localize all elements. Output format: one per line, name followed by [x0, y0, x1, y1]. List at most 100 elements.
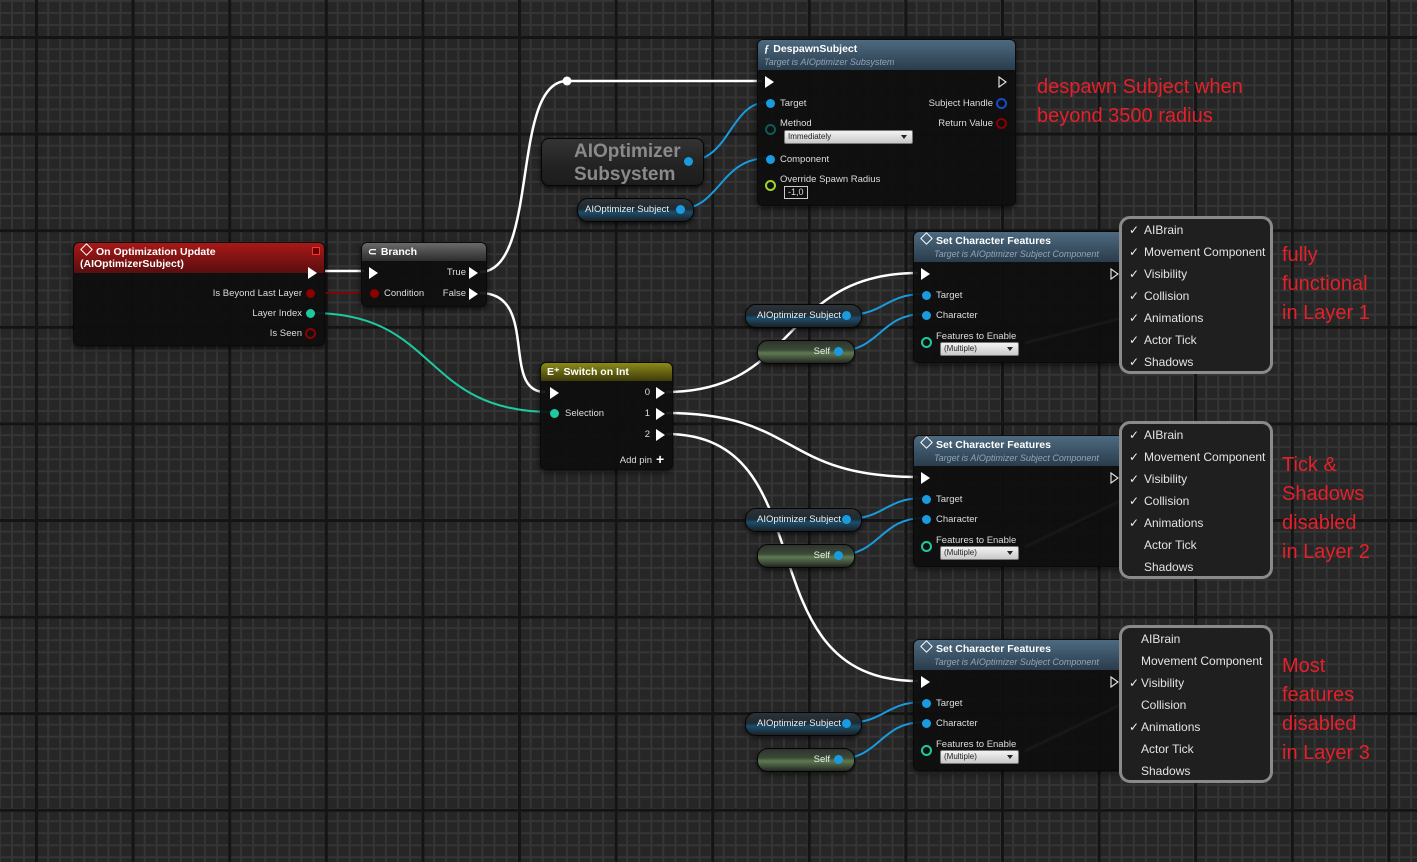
set-features-subtitle-2: Target is AIOptimizer Subject Component — [934, 453, 1099, 463]
aioptimizer-subject-variable-2[interactable]: AIOptimizer Subject — [745, 508, 862, 532]
checkmark-icon[interactable]: ✓ — [1129, 720, 1140, 734]
set-features-target-pin-2[interactable] — [922, 495, 931, 504]
set-features-exec-in-1[interactable] — [921, 268, 930, 280]
exec-wire-case0[interactable] — [665, 271, 919, 394]
checkmark-icon[interactable]: ✓ — [1129, 267, 1140, 281]
despawn-return-value-pin[interactable] — [996, 118, 1007, 129]
exec-wire-case1[interactable] — [665, 411, 919, 479]
set-features-target-label-1: Target — [936, 290, 963, 301]
set-character-features-node-2[interactable]: Set Character Features Target is AIOptim… — [913, 435, 1125, 567]
subject-variable-pin-1[interactable] — [842, 311, 851, 320]
branch-false-pin[interactable] — [469, 288, 478, 300]
set-features-header-3[interactable]: Set Character Features Target is AIOptim… — [914, 640, 1124, 670]
event-node-on-optimization-update[interactable]: On Optimization Update (AIOptimizerSubje… — [73, 242, 325, 346]
self-variable-1[interactable]: Self — [757, 340, 855, 364]
event-exec-out-pin[interactable] — [308, 267, 317, 279]
set-features-target-pin-1[interactable] — [922, 291, 931, 300]
set-features-exec-out-1[interactable] — [1110, 268, 1119, 280]
checkmark-icon[interactable]: ✓ — [1129, 450, 1140, 464]
switch-case-1-pin[interactable] — [656, 408, 665, 420]
set-features-enable-dropdown-1[interactable]: (Multiple) — [940, 342, 1019, 356]
self-variable-pin-3[interactable] — [834, 755, 843, 764]
exec-wire-false-to-switch[interactable] — [479, 291, 546, 394]
switch-enum-icon: E⁺ — [547, 366, 560, 378]
despawn-target-pin[interactable] — [766, 99, 775, 108]
set-features-exec-out-3[interactable] — [1110, 676, 1119, 688]
set-features-character-pin-2[interactable] — [922, 515, 931, 524]
checkmark-icon[interactable]: ✓ — [1129, 333, 1140, 347]
set-features-enable-pin-3[interactable] — [921, 745, 932, 756]
set-features-character-pin-1[interactable] — [922, 311, 931, 320]
branch-node[interactable]: ⊂Branch True Condition False — [361, 242, 487, 307]
set-character-features-node-1[interactable]: Set Character Features Target is AIOptim… — [913, 231, 1125, 363]
set-features-exec-in-2[interactable] — [921, 472, 930, 484]
branch-node-header[interactable]: ⊂Branch — [362, 243, 486, 261]
set-features-enable-dropdown-2[interactable]: (Multiple) — [940, 546, 1019, 560]
despawn-method-label: Method — [780, 118, 812, 129]
switch-node-header[interactable]: E⁺Switch on Int — [541, 363, 672, 381]
aioptimizer-subject-variable[interactable]: AIOptimizer Subject — [577, 198, 694, 222]
checkmark-icon[interactable]: ✓ — [1129, 472, 1140, 486]
pin-layer-index[interactable] — [306, 309, 315, 318]
set-features-character-pin-3[interactable] — [922, 719, 931, 728]
wire-reroute-knot[interactable] — [562, 76, 572, 86]
set-features-header-2[interactable]: Set Character Features Target is AIOptim… — [914, 436, 1124, 466]
pin-is-beyond-last-layer[interactable] — [306, 289, 315, 298]
set-features-header-1[interactable]: Set Character Features Target is AIOptim… — [914, 232, 1124, 262]
self-variable-pin-1[interactable] — [834, 347, 843, 356]
subject-variable-pin-2[interactable] — [842, 515, 851, 524]
despawn-override-radius-pin[interactable] — [765, 180, 776, 191]
switch-case-2-pin[interactable] — [656, 429, 665, 441]
pin-is-seen[interactable] — [305, 328, 316, 339]
set-features-target-pin-3[interactable] — [922, 699, 931, 708]
set-character-features-node-3[interactable]: Set Character Features Target is AIOptim… — [913, 639, 1125, 771]
exec-wire-true-to-despawn[interactable] — [479, 79, 762, 274]
aioptimizer-subsystem-node[interactable]: AIOptimizer Subsystem — [541, 138, 704, 186]
checkmark-icon[interactable]: ✓ — [1129, 355, 1140, 369]
checkmark-icon[interactable]: ✓ — [1129, 428, 1140, 442]
subsystem-output-pin[interactable] — [684, 157, 693, 166]
subject-variable-pin-3[interactable] — [842, 719, 851, 728]
add-pin-plus-icon[interactable]: + — [656, 451, 665, 467]
branch-condition-pin[interactable] — [370, 289, 379, 298]
branch-true-pin[interactable] — [469, 267, 478, 279]
set-features-enable-pin-1[interactable] — [921, 337, 932, 348]
checkmark-icon[interactable]: ✓ — [1129, 289, 1140, 303]
checkmark-icon[interactable]: ✓ — [1129, 245, 1140, 259]
event-node-header[interactable]: On Optimization Update (AIOptimizerSubje… — [74, 243, 324, 273]
despawn-exec-out-pin[interactable] — [998, 76, 1007, 88]
self-variable-2[interactable]: Self — [757, 544, 855, 568]
set-features-enable-pin-2[interactable] — [921, 541, 932, 552]
checkmark-icon[interactable]: ✓ — [1129, 676, 1140, 690]
despawn-method-value: Immediately — [788, 132, 832, 141]
aioptimizer-subject-variable-3[interactable]: AIOptimizer Subject — [745, 712, 862, 736]
set-features-exec-in-3[interactable] — [921, 676, 930, 688]
despawn-exec-in-pin[interactable] — [765, 76, 774, 88]
self-variable-3[interactable]: Self — [757, 748, 855, 772]
switch-add-pin-label[interactable]: Add pin — [619, 455, 652, 466]
branch-exec-in-pin[interactable] — [369, 267, 378, 279]
event-delegate-pin-icon[interactable] — [312, 247, 320, 255]
switch-selection-pin[interactable] — [550, 409, 559, 418]
switch-on-int-node[interactable]: E⁺Switch on Int Selection 0 1 2 Add pin … — [540, 362, 673, 470]
despawn-method-dropdown[interactable]: Immediately — [784, 130, 913, 144]
checkmark-icon[interactable]: ✓ — [1129, 311, 1140, 325]
set-features-title-1: Set Character Features — [936, 235, 1051, 247]
subject-variable-pin[interactable] — [676, 205, 685, 214]
checkmark-icon[interactable]: ✓ — [1129, 223, 1140, 237]
set-features-enable-dropdown-3[interactable]: (Multiple) — [940, 750, 1019, 764]
despawn-subject-handle-pin[interactable] — [996, 98, 1007, 109]
checkmark-icon[interactable]: ✓ — [1129, 516, 1140, 530]
int-wire-layer-index[interactable] — [311, 312, 553, 413]
despawn-component-pin[interactable] — [766, 155, 775, 164]
switch-exec-in-pin[interactable] — [550, 387, 559, 399]
despawn-method-pin[interactable] — [765, 124, 776, 135]
despawn-override-radius-input[interactable]: -1,0 — [784, 186, 808, 199]
switch-case-0-pin[interactable] — [656, 387, 665, 399]
set-features-exec-out-2[interactable] — [1110, 472, 1119, 484]
aioptimizer-subject-variable-1[interactable]: AIOptimizer Subject — [745, 304, 862, 328]
checkmark-icon[interactable]: ✓ — [1129, 494, 1140, 508]
self-variable-pin-2[interactable] — [834, 551, 843, 560]
